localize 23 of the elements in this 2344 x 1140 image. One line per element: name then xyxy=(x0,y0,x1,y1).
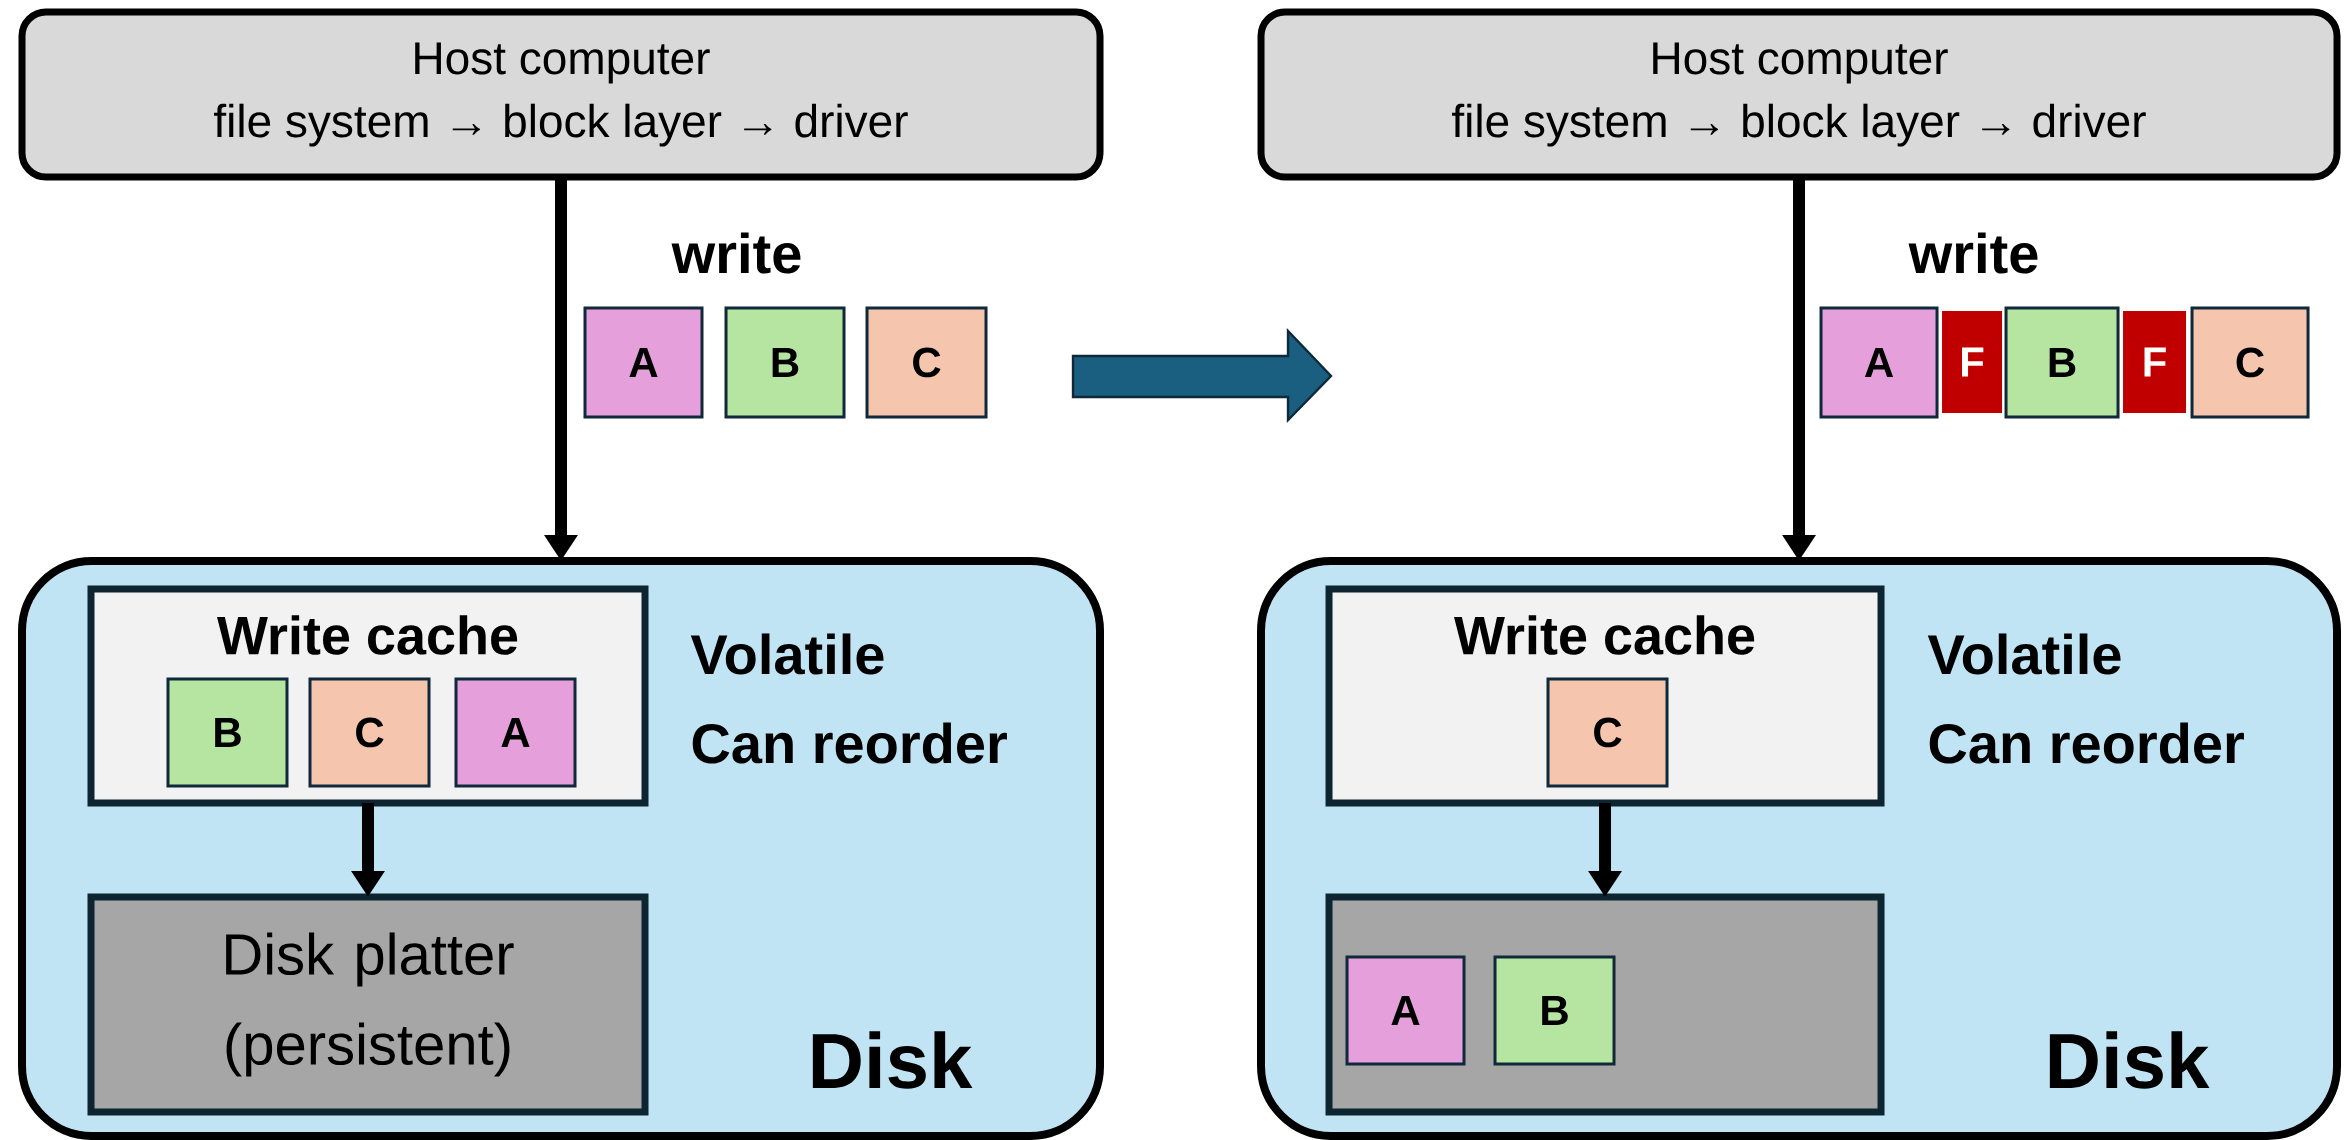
data-block: B xyxy=(1493,955,1616,1066)
write-label: write xyxy=(1908,232,2038,274)
data-block: C xyxy=(2190,306,2310,419)
data-block: A xyxy=(1345,955,1466,1066)
write-label: write xyxy=(671,232,801,274)
platter-box: Disk platter (persistent) xyxy=(87,893,649,1116)
data-block: A xyxy=(583,306,704,419)
data-block: B xyxy=(724,306,846,419)
data-block: A xyxy=(454,677,577,788)
property-label: Volatile xyxy=(1927,633,2121,675)
property-label: Can reorder xyxy=(692,722,1007,764)
data-block: C xyxy=(1546,677,1669,788)
data-block: B xyxy=(2004,306,2120,419)
data-block: F xyxy=(1942,311,2003,413)
host-box: Host computer file system → block layer → driver xyxy=(1257,8,2341,181)
data-block: C xyxy=(308,677,431,788)
data-block: F xyxy=(2123,311,2187,413)
property-label: Can reorder xyxy=(1929,722,2244,764)
data-block: A xyxy=(1819,306,1939,419)
property-label: Volatile xyxy=(690,633,884,675)
data-block: B xyxy=(166,677,289,788)
host-box: Host computer file system → block layer → driver xyxy=(18,8,1104,181)
data-block: C xyxy=(865,306,988,419)
